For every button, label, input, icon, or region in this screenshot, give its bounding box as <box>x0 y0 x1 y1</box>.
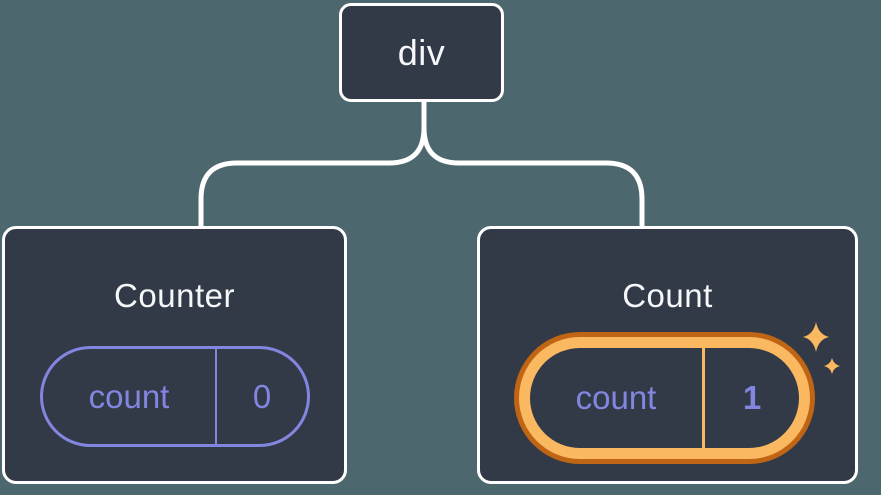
state-value: 0 <box>252 377 272 415</box>
connector-left-branch <box>198 99 427 231</box>
state-pill-divider <box>215 349 217 444</box>
state-pill-highlight-ring: count 1 <box>514 332 815 464</box>
state-value: 1 <box>742 379 762 416</box>
component-card-counter: Counter count 0 <box>2 226 347 484</box>
component-card-count: Count count 1 <box>477 226 858 484</box>
card-title: Count <box>622 277 713 314</box>
state-key: count <box>88 377 170 415</box>
state-pill: count 0 <box>40 346 310 447</box>
state-pill-highlight-ring-inner: count 1 <box>519 337 810 459</box>
state-pill: count 1 <box>530 348 799 448</box>
state-pill-divider <box>702 348 705 448</box>
card-title: Counter <box>114 277 235 314</box>
root-node: div <box>339 3 504 102</box>
state-key: count <box>575 379 657 416</box>
connector-right-branch <box>421 99 645 231</box>
root-node-label: div <box>397 31 446 73</box>
